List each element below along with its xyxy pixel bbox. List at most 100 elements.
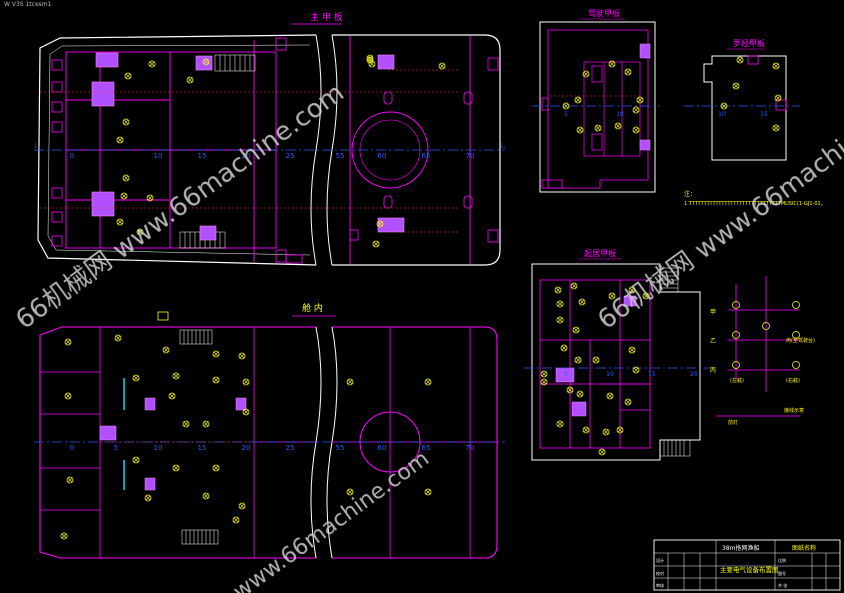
lamp-fixture <box>772 62 780 70</box>
lamp-fixture-cross <box>603 429 609 435</box>
frame-number-label: 10 <box>606 371 614 378</box>
frame-number-label: 10 <box>154 152 163 160</box>
lamp-fixture <box>64 338 72 346</box>
bollard <box>463 195 473 209</box>
lamp-fixture-cross <box>121 193 127 199</box>
lamp-fixture-cross <box>573 327 579 333</box>
lamp-fixture-cross <box>425 489 431 495</box>
title-block-cell: 设计 <box>656 557 664 563</box>
frame-number-label: 65 <box>422 444 431 452</box>
lamp-fixture-cross <box>629 287 635 293</box>
distribution-box <box>91 81 115 107</box>
engine-panel <box>99 425 117 441</box>
engine-panel <box>235 397 247 411</box>
lamp-fixture-cross <box>203 59 209 65</box>
frame-number-label: 10 <box>718 111 726 118</box>
main-deck-bulwark <box>47 44 311 256</box>
control-panel <box>199 225 217 241</box>
lamp-fixture <box>424 488 432 496</box>
bridge-deck-title: 驾驶甲板 <box>588 8 620 18</box>
lamp-fixture-cross <box>561 345 567 351</box>
lamp-fixture-cross <box>425 379 431 385</box>
lamp-fixture <box>136 228 144 236</box>
lamp-fixture <box>632 366 640 374</box>
hold-marker <box>157 311 169 321</box>
lamp-fixture-cross <box>593 357 599 363</box>
lamp-fixture <box>372 240 380 248</box>
lamp-fixture <box>720 102 728 110</box>
lamp-fixture <box>438 62 446 70</box>
schematic-label-c: 丙 <box>710 367 716 374</box>
compass-deck-outline <box>703 55 787 161</box>
lamp-fixture <box>598 448 606 456</box>
lamp-fixture-cross <box>629 347 635 353</box>
lamp-fixture-cross <box>367 57 373 63</box>
cabin-panel <box>623 295 637 307</box>
side-box <box>51 101 63 113</box>
main-deck-title: 主 甲 板 <box>310 11 343 23</box>
stair <box>181 529 219 545</box>
lamp-fixture <box>578 298 586 306</box>
lamp-fixture-cross <box>169 393 175 399</box>
lamp-fixture-cross <box>577 127 583 133</box>
frame-number-label: 70 <box>466 444 475 452</box>
lamp-fixture <box>122 174 130 182</box>
side-box <box>51 81 63 93</box>
hold-fixtures <box>60 334 432 540</box>
title-block-cell: 共 张 <box>778 582 787 588</box>
lamp-fixture <box>376 220 384 228</box>
lamp-fixture-cross <box>115 335 121 341</box>
lamp-fixture-cross <box>377 221 383 227</box>
lamp-fixture-cross <box>173 465 179 471</box>
wheelhouse-console <box>583 61 641 157</box>
lamp-fixture-cross <box>579 299 585 305</box>
lamp-fixture-cross <box>643 293 649 299</box>
lamp-fixture <box>232 516 240 524</box>
lamp-fixture <box>168 392 176 400</box>
bollard <box>285 254 303 264</box>
lamp-fixture <box>556 420 564 428</box>
lamp-fixture <box>592 356 600 364</box>
lamp-fixture-cross <box>65 393 71 399</box>
bollard <box>275 37 287 51</box>
lamp-fixture <box>582 426 590 434</box>
lamp-fixture-cross <box>367 55 373 61</box>
frame-number-label: 10 <box>616 111 624 118</box>
lamp-fixture <box>624 68 632 76</box>
lamp-fixture <box>594 124 602 132</box>
lamp-fixture <box>148 60 156 68</box>
watermark-text: www.66machine.com <box>229 446 434 593</box>
frame-number-label: 25 <box>286 152 295 160</box>
stair-treads <box>219 55 251 71</box>
lamp-fixture-cross <box>625 399 631 405</box>
lamp-fixture-cross <box>617 427 623 433</box>
bollard <box>275 249 287 263</box>
bridge-cabinet <box>591 65 603 83</box>
lamp-fixture-cross <box>555 287 561 293</box>
hold-view: 舱 内 <box>34 302 505 559</box>
lamp-fixture <box>122 118 130 126</box>
lamp-fixture <box>366 56 374 64</box>
lamp-fixture-cross <box>61 533 67 539</box>
lamp-fixture-cross <box>557 317 563 323</box>
frame-number-label: 5 <box>114 444 118 452</box>
side-box <box>541 97 549 111</box>
lamp-symbol <box>732 331 740 339</box>
lamp-fixture <box>66 476 74 484</box>
lamp-fixture <box>116 218 124 226</box>
lamp-fixture <box>242 408 250 416</box>
schematic-label-caption: 接线示意 <box>784 407 804 414</box>
lamp-fixture <box>64 392 72 400</box>
lamp-fixture-cross <box>541 371 547 377</box>
lamp-fixture-cross <box>233 517 239 523</box>
lamp-fixture <box>736 56 744 64</box>
lamp-fixture <box>540 370 548 378</box>
title-block-cell: 审核 <box>656 582 664 588</box>
lamp-fixture <box>602 428 610 436</box>
lamp-fixture-cross <box>633 107 639 113</box>
switchboard <box>95 52 119 68</box>
